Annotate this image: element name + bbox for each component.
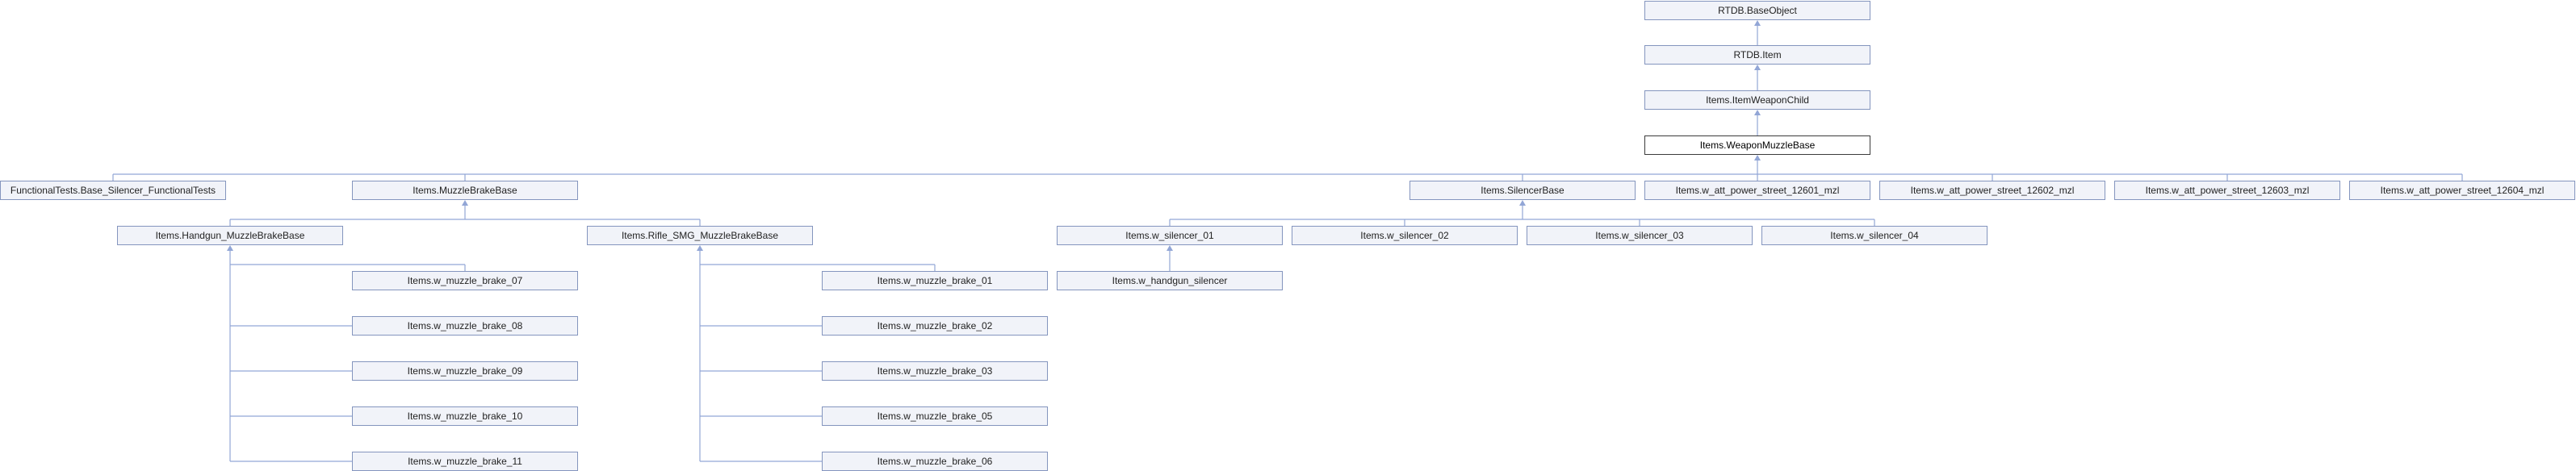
node-muzzle-brake-08[interactable]: Items.w_muzzle_brake_08	[352, 316, 578, 336]
node-muzzle-brake-10[interactable]: Items.w_muzzle_brake_10	[352, 406, 578, 426]
node-muzzle-brake-05[interactable]: Items.w_muzzle_brake_05	[822, 406, 1048, 426]
edge-muzzlebrakebase-arrowhead	[462, 200, 468, 206]
node-item-weapon-child[interactable]: Items.ItemWeaponChild	[1644, 90, 1870, 110]
node-muzzle-brake-07[interactable]: Items.w_muzzle_brake_07	[352, 271, 578, 290]
edge-rtdb-baseobject-arrowhead	[1754, 20, 1761, 26]
node-street-12601-mzl[interactable]: Items.w_att_power_street_12601_mzl	[1644, 181, 1870, 200]
node-weapon-muzzle-base[interactable]: Items.WeaponMuzzleBase	[1644, 135, 1870, 155]
node-muzzle-brake-03[interactable]: Items.w_muzzle_brake_03	[822, 361, 1048, 381]
node-muzzle-brake-base[interactable]: Items.MuzzleBrakeBase	[352, 181, 578, 200]
node-street-12603-mzl[interactable]: Items.w_att_power_street_12603_mzl	[2114, 181, 2340, 200]
node-functionaltests-base-silencer[interactable]: FunctionalTests.Base_Silencer_Functional…	[0, 181, 226, 200]
node-muzzle-brake-02[interactable]: Items.w_muzzle_brake_02	[822, 316, 1048, 336]
node-handgun-silencer[interactable]: Items.w_handgun_silencer	[1057, 271, 1283, 290]
node-rifle-smg-muzzle-brake-base[interactable]: Items.Rifle_SMG_MuzzleBrakeBase	[587, 226, 813, 245]
node-silencer-base[interactable]: Items.SilencerBase	[1409, 181, 1636, 200]
edge-rtdb-item-arrowhead	[1754, 65, 1761, 70]
edge-itemweaponchild-arrowhead	[1754, 110, 1761, 115]
edge-rifle-smg-mbb-arrowhead	[697, 245, 703, 251]
node-silencer-02[interactable]: Items.w_silencer_02	[1292, 226, 1518, 245]
node-silencer-01[interactable]: Items.w_silencer_01	[1057, 226, 1283, 245]
node-street-12604-mzl[interactable]: Items.w_att_power_street_12604_mzl	[2349, 181, 2575, 200]
node-silencer-04[interactable]: Items.w_silencer_04	[1761, 226, 1987, 245]
node-muzzle-brake-01[interactable]: Items.w_muzzle_brake_01	[822, 271, 1048, 290]
node-muzzle-brake-06[interactable]: Items.w_muzzle_brake_06	[822, 452, 1048, 471]
edge-handgun-mbb-arrowhead	[227, 245, 233, 251]
node-rtdb-baseobject[interactable]: RTDB.BaseObject	[1644, 1, 1870, 20]
node-muzzle-brake-11[interactable]: Items.w_muzzle_brake_11	[352, 452, 578, 471]
node-silencer-03[interactable]: Items.w_silencer_03	[1527, 226, 1753, 245]
edge-silencer-01-arrowhead	[1167, 245, 1173, 251]
edge-silencerbase-arrowhead	[1519, 200, 1526, 206]
node-handgun-muzzle-brake-base[interactable]: Items.Handgun_MuzzleBrakeBase	[117, 226, 343, 245]
node-rtdb-item[interactable]: RTDB.Item	[1644, 45, 1870, 65]
edge-weaponmuzzlebase-arrowhead	[1754, 155, 1761, 160]
node-muzzle-brake-09[interactable]: Items.w_muzzle_brake_09	[352, 361, 578, 381]
node-street-12602-mzl[interactable]: Items.w_att_power_street_12602_mzl	[1879, 181, 2105, 200]
